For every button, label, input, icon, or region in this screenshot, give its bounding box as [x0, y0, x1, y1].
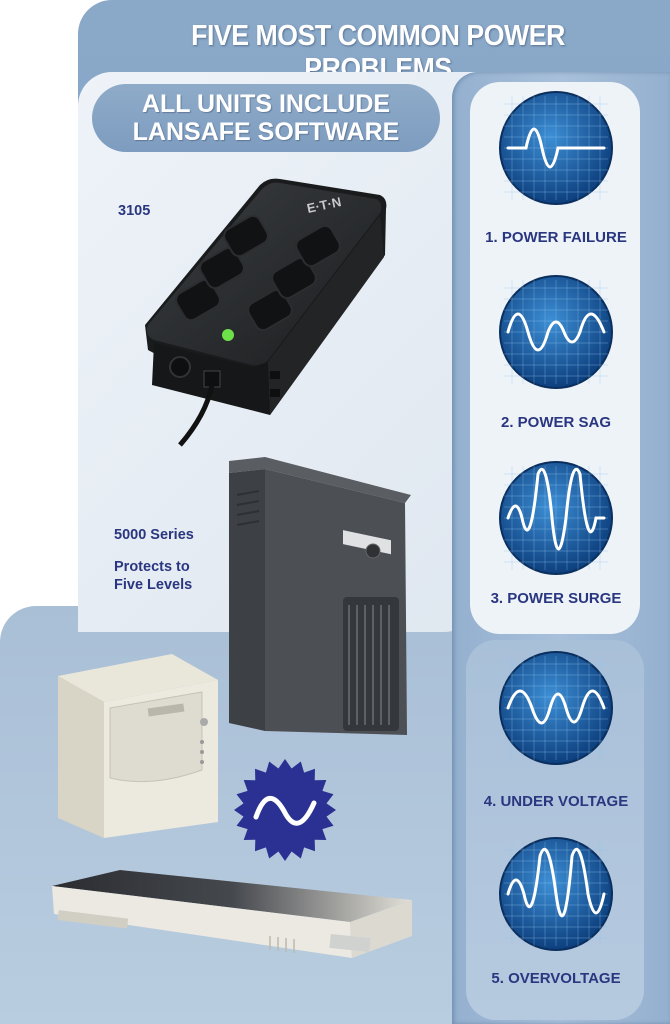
series-5000-label: 5000 Series [114, 527, 194, 543]
ups-5000-series-image [229, 457, 411, 735]
oscilloscope-sag-icon [499, 275, 613, 389]
badge-line-2: LANSAFE SOFTWARE [132, 118, 400, 146]
sine-wave-starburst-icon [234, 759, 336, 861]
lansafe-badge: ALL UNITS INCLUDE LANSAFE SOFTWARE [92, 84, 440, 152]
ups-3105-image: E·T·N [145, 178, 387, 447]
device-brand-text: E·T·N [306, 194, 343, 216]
problem-label-under-voltage: 4. UNDER VOLTAGE [483, 793, 629, 810]
model-3105-label: 3105 [118, 203, 151, 219]
problem-label-surge: 3. POWER SURGE [490, 590, 622, 607]
ups-rackmount-image [52, 870, 412, 958]
problem-label-overvoltage: 5. OVERVOLTAGE [491, 970, 621, 987]
problem-label-failure: 1. POWER FAILURE [485, 229, 627, 246]
protects-line-1: Protects to [114, 559, 190, 575]
ups-tower-image [58, 654, 218, 838]
protects-line-2: Five Levels [114, 577, 193, 593]
oscilloscope-surge-icon [499, 461, 613, 575]
oscilloscope-overvoltage-icon [499, 837, 613, 951]
badge-line-1: ALL UNITS INCLUDE [141, 90, 391, 118]
oscilloscope-under-voltage-icon [499, 651, 613, 765]
protects-label: Protects to Five Levels [114, 558, 192, 594]
oscilloscope-failure-icon [499, 91, 613, 205]
problem-label-sag: 2. POWER SAG [500, 414, 612, 431]
